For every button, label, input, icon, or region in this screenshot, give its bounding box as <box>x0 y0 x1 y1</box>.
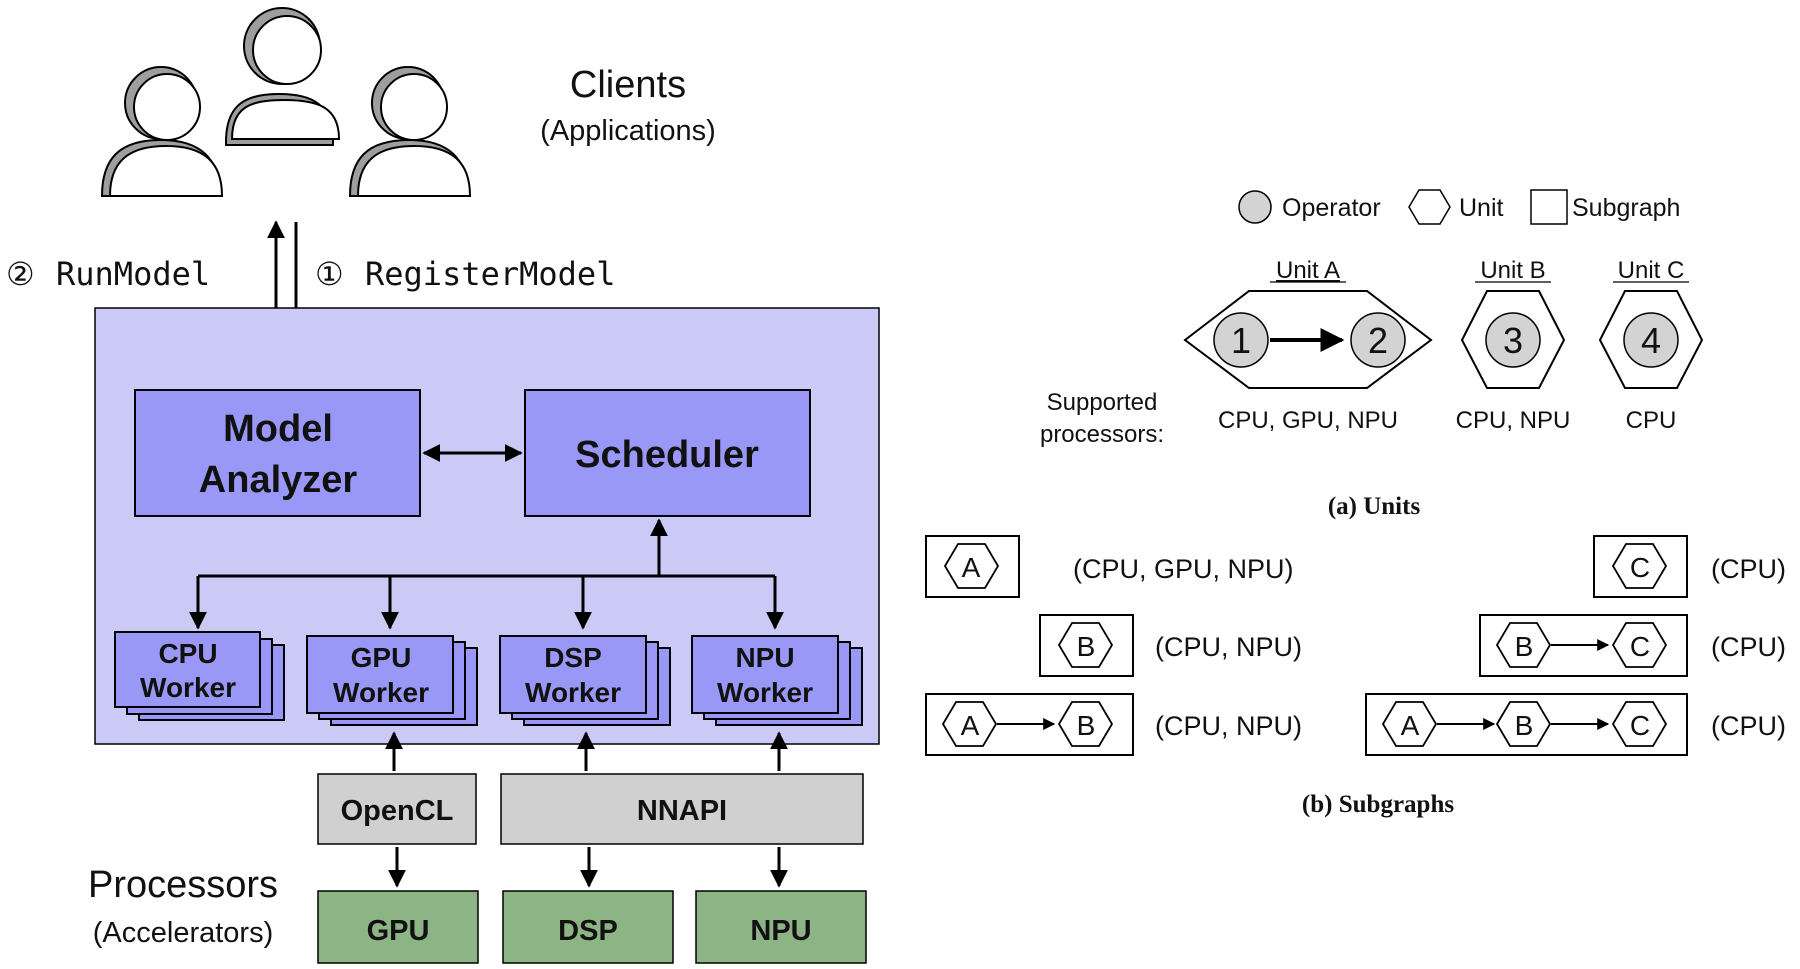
dsp-processor-label: DSP <box>558 915 618 947</box>
npu-worker-stack: NPU Worker <box>691 635 863 726</box>
cpu-worker-stack: CPU Worker <box>114 631 285 721</box>
npu-processor-box <box>695 890 867 964</box>
subgraph-right-3-unit-a: A <box>1401 710 1420 741</box>
subgraph-legend-icon <box>1530 189 1568 225</box>
operator-3-label: 3 <box>1503 320 1523 361</box>
legend-unit-label: Unit <box>1459 194 1504 222</box>
dsp-worker-line1: DSP <box>544 642 602 673</box>
subgraph-left-3: A B <box>925 693 1134 756</box>
cpu-worker-line2: Worker <box>140 672 236 703</box>
register-model-label: RegisterModel <box>365 255 615 293</box>
npu-worker-line1: NPU <box>735 642 794 673</box>
run-model-label: RunModel <box>56 255 210 293</box>
unit-c-name: Unit C <box>1618 257 1685 284</box>
gpu-worker-line1: GPU <box>351 642 412 673</box>
subgraph-right-2: B C <box>1479 614 1688 677</box>
user-icon-right <box>348 66 472 197</box>
operator-legend-icon <box>1238 190 1272 224</box>
cpu-worker-line1: CPU <box>158 638 217 669</box>
units-caption: (a) Units <box>1328 493 1421 520</box>
subgraph-right-2-processors: (CPU) <box>1711 632 1786 662</box>
gpu-processor-label: GPU <box>367 915 430 947</box>
users-icon <box>100 7 472 197</box>
subgraph-right-2-unit-b: B <box>1515 631 1534 662</box>
unit-b-processors: CPU, NPU <box>1456 407 1571 434</box>
subgraph-right-1-processors: (CPU) <box>1711 554 1786 584</box>
nnapi-box <box>500 773 864 845</box>
clients-subtitle: (Applications) <box>540 115 716 147</box>
operator-4-label: 4 <box>1641 320 1661 361</box>
nnapi-label: NNAPI <box>637 795 727 827</box>
run-model-index: ② <box>6 256 35 292</box>
user-icon-middle <box>225 7 341 146</box>
subgraph-right-3-unit-b: B <box>1515 710 1534 741</box>
model-analyzer-line2: Analyzer <box>199 459 358 501</box>
subgraph-left-2-unit-b: B <box>1077 631 1096 662</box>
model-analyzer-block <box>134 389 421 517</box>
operator-2-circle <box>1350 312 1406 368</box>
operator-2-label: 2 <box>1368 320 1388 361</box>
subgraph-left-2-processors: (CPU, NPU) <box>1155 632 1302 662</box>
subgraph-left-3-unit-a: A <box>961 710 980 741</box>
subgraph-right-1: C <box>1593 535 1688 598</box>
legend-subgraph-label: Subgraph <box>1572 194 1680 222</box>
subgraph-right-3-unit-c: C <box>1630 710 1650 741</box>
register-model-index: ① <box>315 256 344 292</box>
subgraph-left-1-unit-a: A <box>962 552 981 583</box>
gpu-worker-stack: GPU Worker <box>306 635 478 726</box>
npu-worker-line2: Worker <box>717 677 813 708</box>
supported-label-line1: Supported <box>1047 389 1158 416</box>
model-analyzer-line1: Model <box>223 408 333 450</box>
subgraph-left-1-processors: (CPU, GPU, NPU) <box>1073 554 1294 584</box>
unit-b-name: Unit B <box>1480 257 1545 284</box>
operator-1-label: 1 <box>1231 320 1251 361</box>
processors-title: Processors <box>88 864 278 906</box>
subgraph-right-2-unit-c: C <box>1630 631 1650 662</box>
operator-3-circle <box>1485 312 1541 368</box>
subgraph-left-2: B <box>1039 614 1134 677</box>
dsp-worker-stack: DSP Worker <box>499 635 671 726</box>
supported-label-line2: processors: <box>1040 421 1164 448</box>
scheduler-label: Scheduler <box>575 434 759 476</box>
unit-legend-icon <box>1408 189 1451 225</box>
operator-1-circle <box>1213 312 1269 368</box>
unit-a-name: Unit A <box>1276 257 1340 284</box>
dsp-worker-line2: Worker <box>525 677 621 708</box>
subgraph-right-3: A B C <box>1365 693 1688 756</box>
unit-c-processors: CPU <box>1626 407 1677 434</box>
npu-processor-label: NPU <box>750 915 811 947</box>
subgraph-left-1: A <box>925 535 1020 598</box>
processors-subtitle: (Accelerators) <box>93 917 274 949</box>
dsp-processor-box <box>502 890 674 964</box>
gpu-worker-line2: Worker <box>333 677 429 708</box>
opencl-label: OpenCL <box>341 795 454 827</box>
subgraph-right-3-processors: (CPU) <box>1711 711 1786 741</box>
clients-title: Clients <box>570 64 686 106</box>
operator-4-circle <box>1623 312 1679 368</box>
user-icon-left <box>100 66 224 197</box>
subgraph-left-3-processors: (CPU, NPU) <box>1155 711 1302 741</box>
subgraph-left-3-unit-b: B <box>1077 710 1096 741</box>
legend-operator-label: Operator <box>1282 194 1381 222</box>
scheduler-block <box>524 389 811 517</box>
subgraph-right-1-unit-c: C <box>1630 552 1650 583</box>
gpu-processor-box <box>317 890 479 964</box>
opencl-box <box>317 773 477 845</box>
unit-a-processors: CPU, GPU, NPU <box>1218 407 1398 434</box>
subgraphs-caption: (b) Subgraphs <box>1302 791 1454 818</box>
